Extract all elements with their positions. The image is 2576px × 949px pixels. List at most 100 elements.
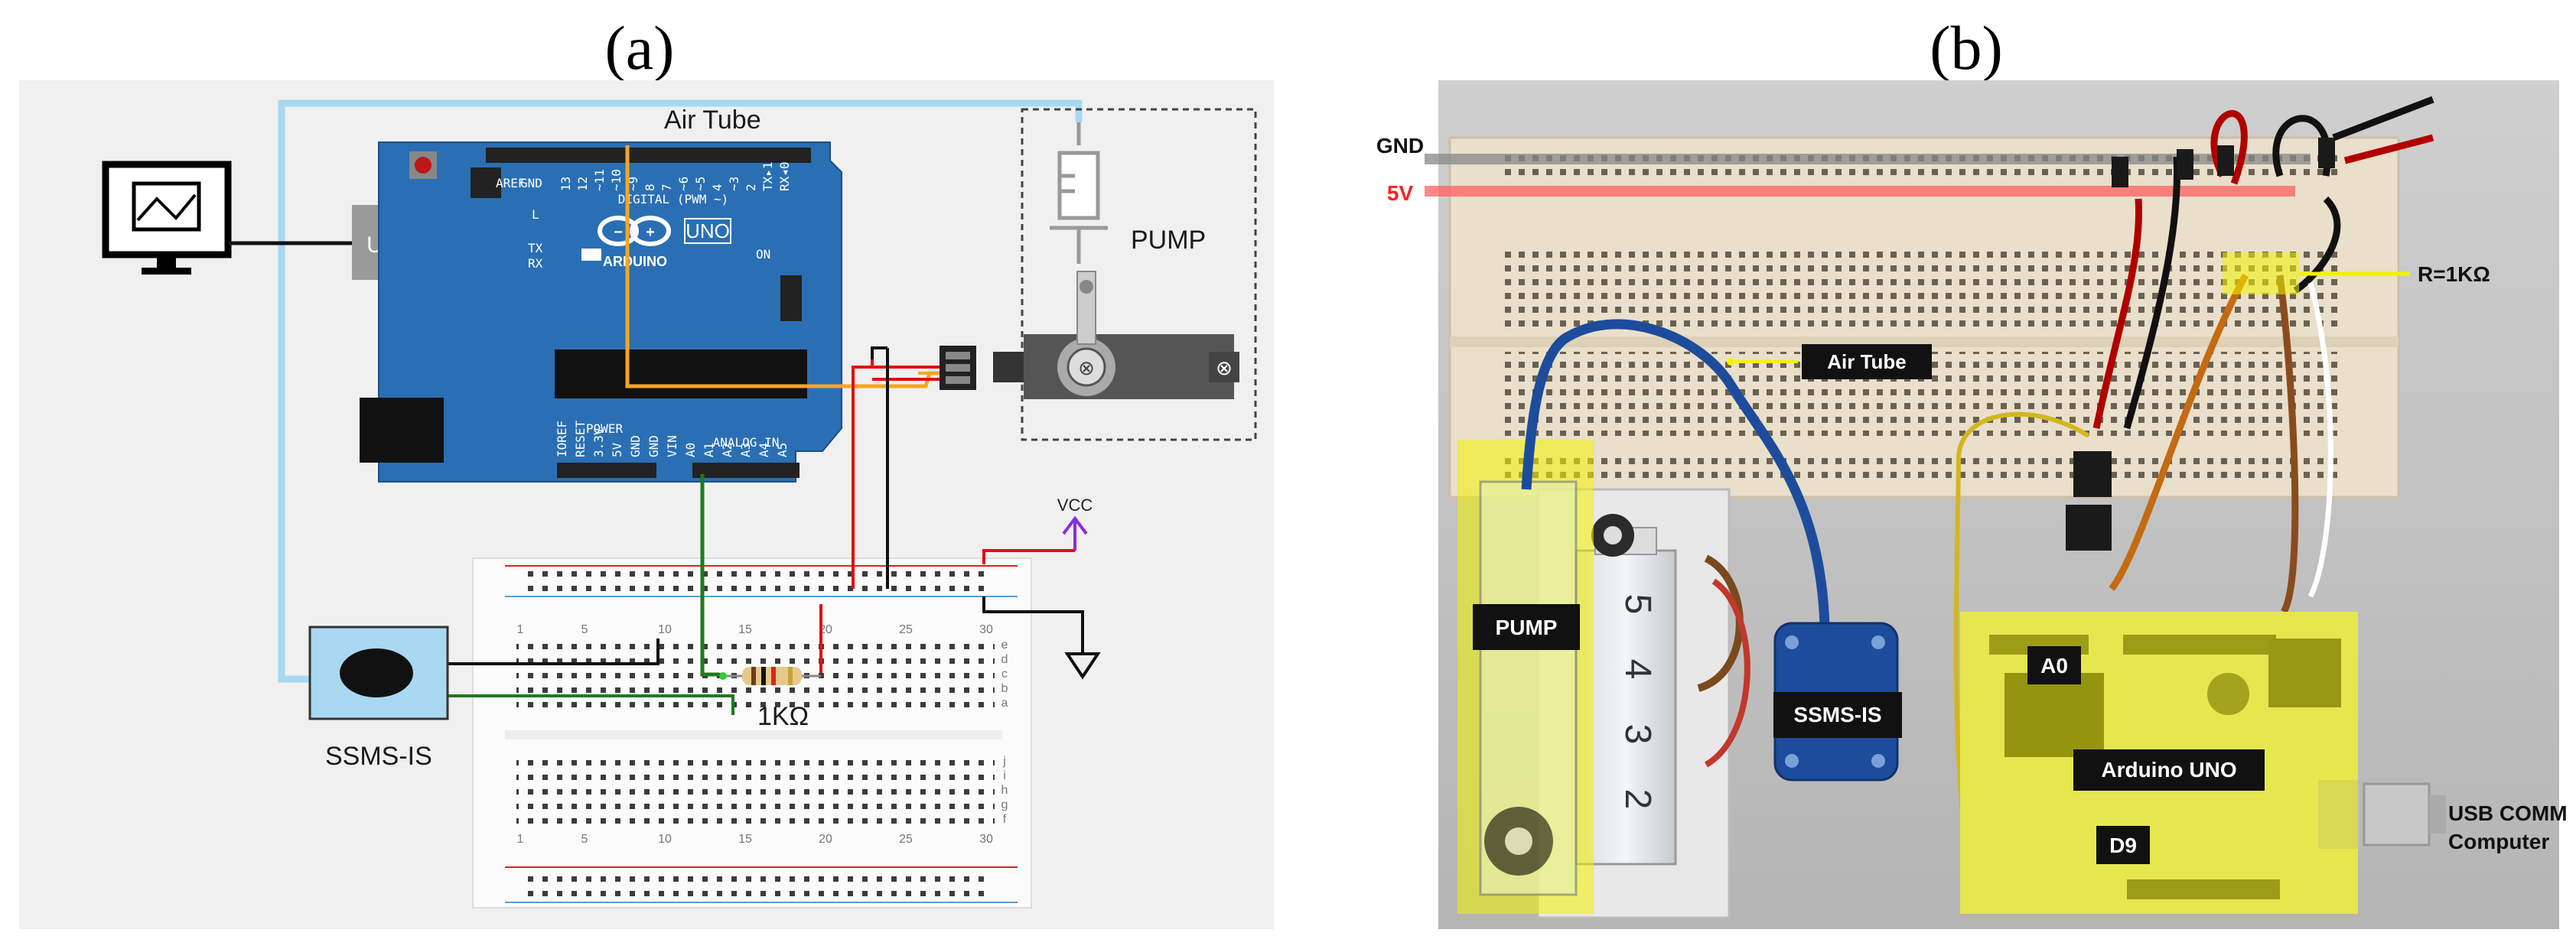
aref-label: AREF [496, 176, 526, 190]
vcc-rail-wire [982, 549, 1010, 564]
pin-label-top: ~10 [609, 169, 624, 191]
breadboard-number: 30 [979, 623, 993, 636]
a0-wire-a [700, 474, 719, 677]
pin-label-top: ~11 [592, 169, 607, 191]
syringe-mark: 2 [1617, 789, 1658, 810]
pin-label-bottom: GND [646, 435, 661, 457]
pin-label-bottom: A0 [683, 443, 698, 457]
servo-connector [940, 346, 976, 390]
monitor-icon [102, 161, 232, 275]
panel-b-label: (b) [1930, 13, 2003, 83]
pin-label-bottom: A4 [757, 443, 771, 457]
pin-label-bottom: A2 [720, 443, 734, 457]
power-header-label: POWER [586, 421, 624, 436]
breadboard-number: 5 [581, 833, 588, 846]
pin-label-bottom: 5V [610, 442, 624, 457]
syringe-mark: 4 [1617, 659, 1658, 680]
breadboard-number: 30 [979, 833, 993, 846]
pin-label-top: 4 [710, 184, 725, 191]
digital-header [486, 148, 811, 163]
pin-label-bottom: A1 [702, 443, 716, 457]
pin-label-top: 7 [659, 184, 674, 191]
arduino-board: − + ARDUINO UNO DIGITAL (PWM ~) ANALOG I… [360, 141, 842, 483]
breadboard-letter: a [1001, 697, 1008, 710]
pin-label-top: RX◂0 [777, 161, 792, 191]
power-jack [360, 398, 444, 463]
arduino-label-b: Arduino UNO [2101, 758, 2236, 782]
d9-label-b: D9 [2109, 834, 2137, 857]
air-tube-label-a: Air Tube [664, 106, 761, 135]
syringe-marks: 5 4 3 2 [1617, 594, 1658, 810]
resistor-label-a: 1KΩ [757, 702, 809, 731]
air-tube-label-b: Air Tube [1827, 350, 1907, 373]
pump-enclosure [1021, 108, 1257, 441]
breadboard-number: 1 [517, 833, 524, 846]
rx-label: RX [528, 256, 543, 271]
pin-label-top: 8 [643, 184, 657, 191]
d9-label-box [2096, 826, 2150, 864]
atmega-chip [555, 349, 807, 398]
pin-label-bottom: VIN [665, 435, 679, 457]
vcc-label: VCC [1057, 496, 1093, 515]
pin-label-top: ~5 [693, 177, 708, 191]
digital-header-label: DIGITAL (PWM ~) [618, 192, 729, 206]
gnd-label-b: GND [1376, 134, 1424, 158]
syringe-icon [1050, 122, 1108, 264]
air-tube-label-box [1802, 344, 1932, 379]
tx-label: TX [528, 241, 543, 255]
resistor-label-b: R=1KΩ [2418, 262, 2490, 286]
breadboard-number: 10 [658, 623, 672, 636]
ssms-is-sensor-a [308, 626, 449, 720]
breadboard-letter: e [1001, 639, 1008, 652]
on-label: ON [756, 247, 770, 262]
a0-label-box [2027, 646, 2081, 684]
gnd-rail-wire [982, 596, 1084, 642]
gnd-label: GND [520, 176, 542, 190]
breadboard-letter: j [1002, 755, 1006, 768]
pin-label-top: 2 [744, 184, 758, 191]
pin-label-bottom: IOREF [555, 421, 569, 457]
servo-motor: ⊗ ⊗ [993, 271, 1239, 399]
svg-text:⊗: ⊗ [1216, 356, 1233, 379]
vcc-symbol [1010, 515, 1088, 552]
pump-label-box [1473, 604, 1580, 650]
arduino-model-label: UNO [686, 219, 730, 242]
on-led [581, 249, 601, 261]
breadboard-number: 20 [819, 833, 832, 846]
vcc-wire-a [852, 366, 872, 589]
breadboard-letter: f [1003, 813, 1007, 826]
pin-label-top: ~3 [727, 177, 741, 191]
analog-header [692, 463, 800, 478]
syringe-mark: 5 [1617, 594, 1658, 615]
jumper-wires-b [1953, 96, 2434, 897]
arduino-logo: − + [598, 216, 671, 246]
resistor-highlight [2223, 252, 2299, 294]
breadboard-letter: b [1001, 682, 1008, 695]
breadboard-letter: c [1001, 668, 1008, 681]
usb-label-b-line2: Computer [2448, 830, 2549, 853]
sensor-label-a: SSMS-IS [325, 742, 432, 771]
resistor-a [719, 667, 821, 685]
pin-label-top: ~9 [626, 177, 640, 191]
breadboard-number: 10 [658, 833, 672, 846]
a0-label-b: A0 [2040, 654, 2068, 678]
breadboard-number: 15 [738, 833, 752, 846]
syringe-mark: 3 [1617, 724, 1658, 745]
svg-text:⊗: ⊗ [1078, 356, 1095, 379]
pin-label-top: 12 [575, 177, 590, 191]
breadboard-letter: g [1001, 798, 1008, 811]
analog-header-label: ANALOG IN [713, 435, 780, 450]
breadboard-photo [1448, 136, 2400, 499]
pin-label-bottom: 3.3V [591, 427, 606, 457]
sensor-black-wire [448, 639, 659, 665]
breadboard-number: 1 [517, 623, 524, 636]
pin-label-top: ~6 [676, 177, 691, 191]
usb-label-b-line1: USB COMM [2448, 801, 2568, 825]
arduino-brand-label: ARDUINO [603, 254, 667, 269]
